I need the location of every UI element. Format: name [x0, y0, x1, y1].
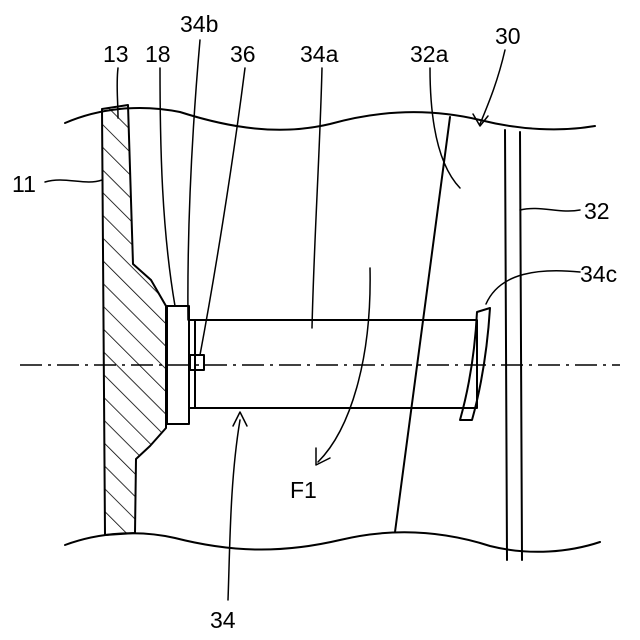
- leader-32: [520, 208, 580, 211]
- top-break-line: [65, 108, 595, 130]
- label-32: 32: [584, 198, 610, 224]
- cap-34c: [460, 308, 490, 420]
- leader-13: [117, 68, 118, 118]
- label-34: 34: [210, 607, 236, 633]
- leader-34c: [486, 271, 580, 304]
- leader-34: [228, 420, 240, 600]
- leader-32a: [430, 68, 460, 188]
- leader-36: [200, 68, 245, 355]
- leader-11: [45, 180, 102, 182]
- label-32a: 32a: [410, 41, 449, 67]
- leader-30: [480, 50, 505, 124]
- leader-34b: [188, 40, 200, 320]
- label-30: 30: [495, 23, 521, 49]
- pin-36: [190, 355, 204, 370]
- leader-18: [160, 68, 175, 306]
- label-f1: F1: [290, 477, 317, 503]
- shaft-34a: [195, 320, 477, 408]
- label-34a: 34a: [300, 41, 339, 67]
- plate-32-outer: [520, 132, 522, 560]
- label-18: 18: [145, 41, 171, 67]
- wall-11: [102, 105, 166, 535]
- bottom-break-line: [65, 532, 600, 552]
- label-34c: 34c: [580, 261, 617, 287]
- label-34b: 34b: [180, 11, 218, 37]
- surface-32a: [395, 117, 450, 532]
- label-36: 36: [230, 41, 256, 67]
- label-13: 13: [103, 41, 129, 67]
- plate-32-inner: [505, 130, 507, 560]
- leader-34a: [312, 68, 322, 328]
- label-11: 11: [12, 171, 36, 197]
